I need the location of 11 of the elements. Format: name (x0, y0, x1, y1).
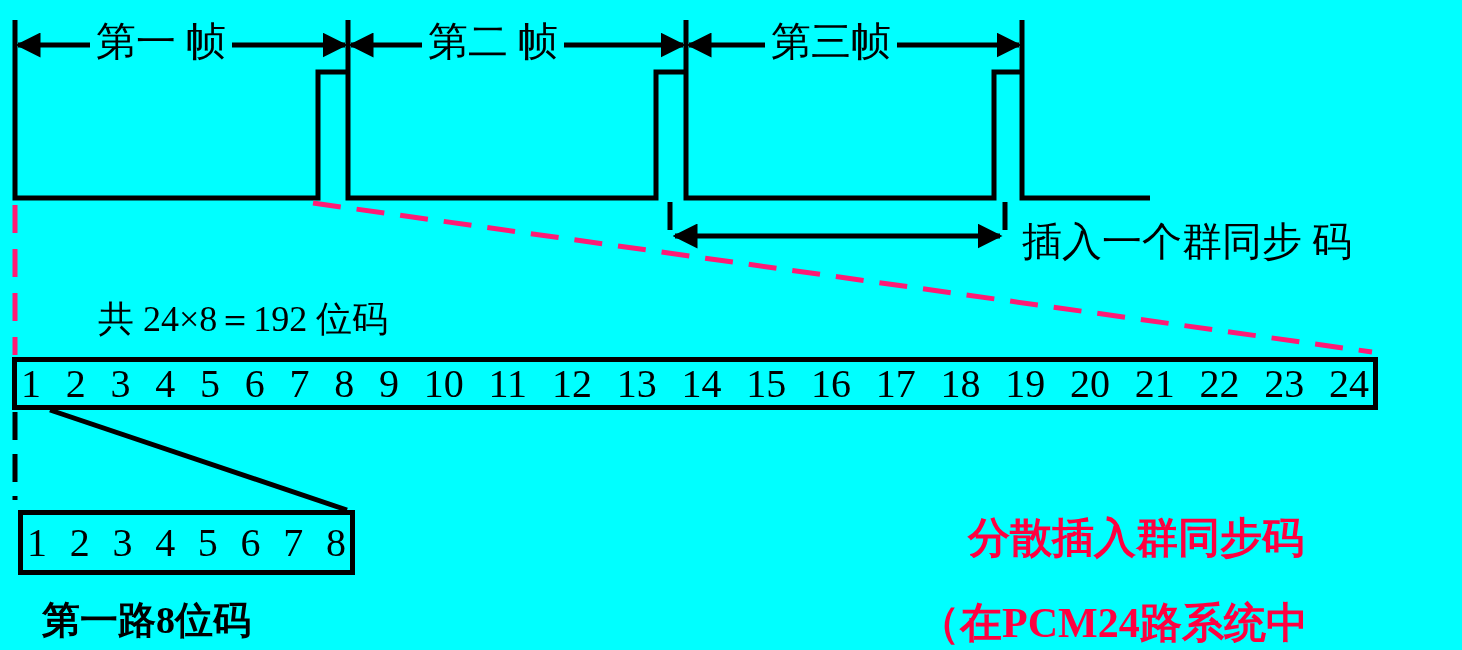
time-slot-bar: 1 2 3 4 5 6 7 8 (18, 510, 355, 575)
note-text: 分散插入群同步码 (968, 515, 1304, 562)
note-text: （在PCM24路系统中 (918, 600, 1308, 647)
channel-bits-label: 第一路8位码 (42, 600, 251, 642)
time-slot-bar: 1 2 3 4 5 6 7 8 9 10 11 12 13 14 15 16 17 18 19 20 21 22 23 24 (12, 357, 1378, 410)
frame-label: 第三帧 (765, 20, 897, 64)
bit-count-label: 共 24×8＝192 位码 (98, 300, 389, 340)
connector-line (49, 407, 348, 513)
frame-label: 第一 帧 (90, 20, 232, 64)
sync-code-label: 插入一个群同步 码 (1022, 220, 1352, 264)
frame-label: 第二 帧 (422, 20, 564, 64)
